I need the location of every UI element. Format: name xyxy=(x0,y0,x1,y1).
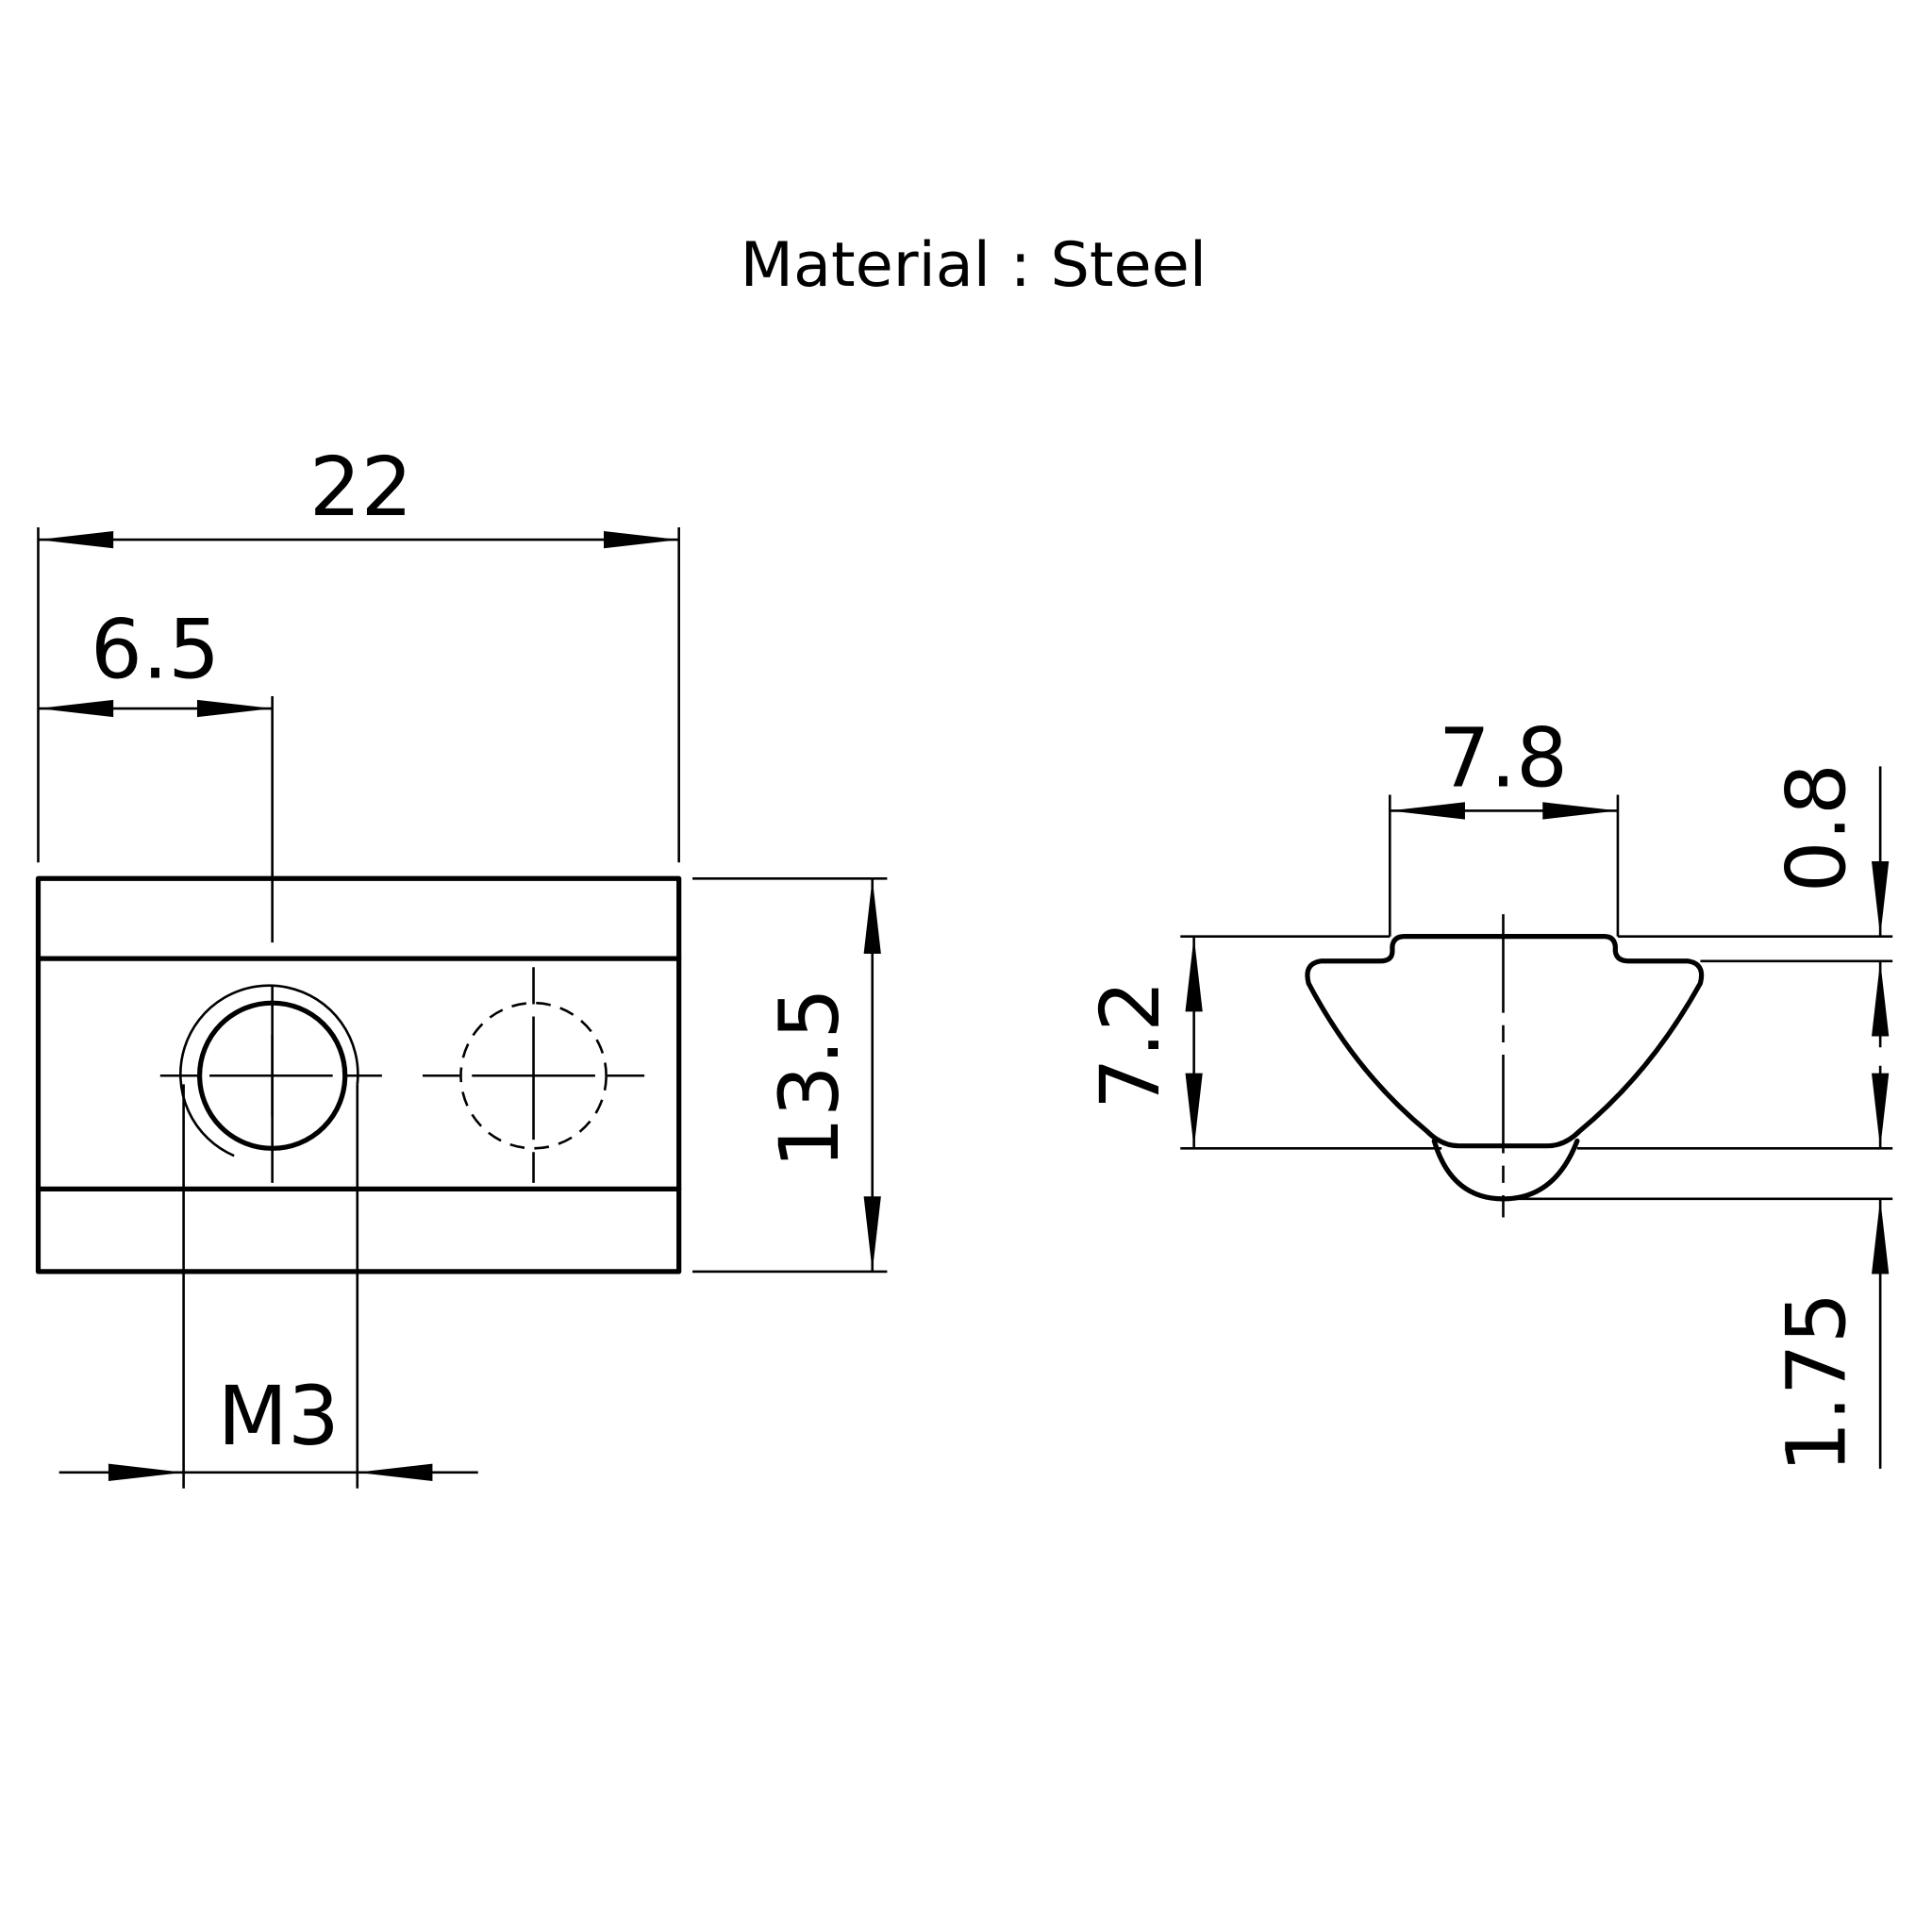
dim-7-2: 7.2 xyxy=(1084,935,1893,1150)
dim-m3-label: M3 xyxy=(218,1370,340,1464)
dim-1-75: 1.75 xyxy=(1503,1065,1893,1474)
ball-bump xyxy=(1431,1138,1580,1202)
dim-0-8-label: 0.8 xyxy=(1770,763,1864,892)
dim-13-5: 13.5 xyxy=(692,876,888,1274)
side-profile-view xyxy=(1305,914,1705,1218)
dim-1-75-label: 1.75 xyxy=(1770,1292,1864,1474)
dim-7-8: 7.8 xyxy=(1388,711,1620,937)
thread-arc xyxy=(179,984,359,1158)
dim-6-5-label: 6.5 xyxy=(91,603,220,697)
material-title: Material : Steel xyxy=(741,229,1207,301)
dim-6-5: 6.5 xyxy=(38,603,273,718)
profile-outline xyxy=(1305,934,1705,1149)
dim-22: 22 xyxy=(37,441,680,863)
dim-m3: M3 xyxy=(58,1084,478,1489)
dim-22-label: 22 xyxy=(309,441,413,535)
dim-13-5-label: 13.5 xyxy=(763,988,858,1169)
hidden-hole xyxy=(459,1001,608,1150)
dim-7-2-label: 7.2 xyxy=(1084,980,1178,1109)
dim-0-8: 0.8 xyxy=(1617,763,1893,1048)
dim-7-8-label: 7.8 xyxy=(1439,711,1568,806)
